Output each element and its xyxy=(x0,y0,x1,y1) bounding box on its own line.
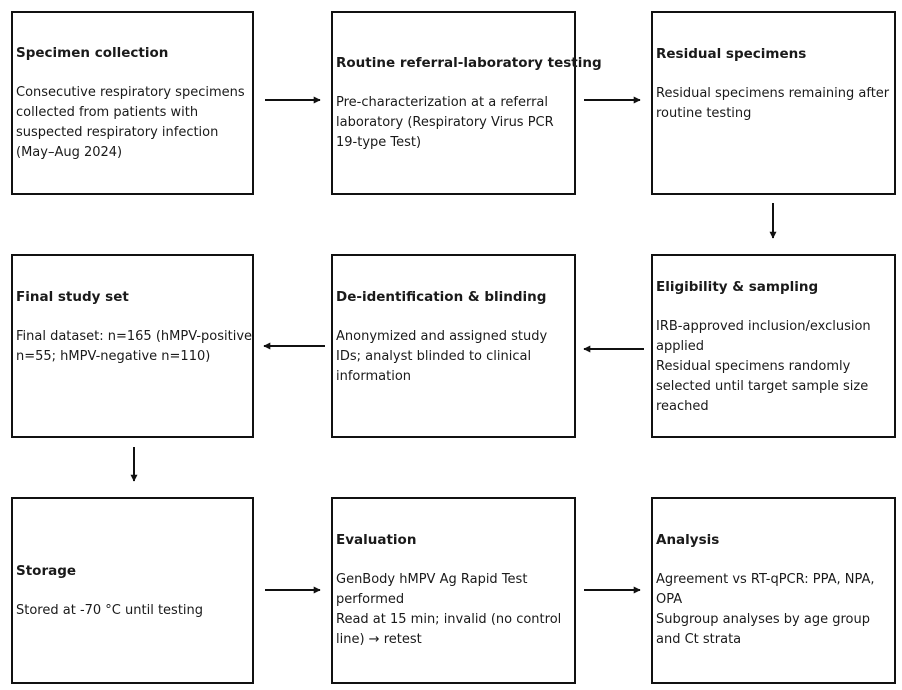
box-line: laboratory (Respiratory Virus PCR xyxy=(336,115,554,130)
box-title: Analysis xyxy=(656,532,720,548)
box-line: information xyxy=(336,369,412,384)
box-title: Specimen collection xyxy=(16,45,169,61)
box-line: n=55; hMPV-negative n=110) xyxy=(16,349,211,364)
box-line: 19-type Test) xyxy=(336,135,422,150)
box-line: selected until target sample size xyxy=(656,379,869,394)
box-line: Read at 15 min; invalid (no control xyxy=(336,612,562,627)
box-line: Stored at -70 °C until testing xyxy=(16,602,204,618)
box-line: Agreement vs RT-qPCR: PPA, NPA, xyxy=(656,572,875,587)
box-title: Residual specimens xyxy=(656,46,807,62)
referral-testing-box: Routine referral-laboratory testing Pre-… xyxy=(331,11,602,195)
eligibility-sampling-box: Eligibility & sampling IRB-approved incl… xyxy=(651,254,896,438)
box-title: Storage xyxy=(16,562,77,579)
box-line: Residual specimens randomly xyxy=(656,359,851,374)
specimen-collection-box: Specimen collection Consecutive respirat… xyxy=(11,11,254,195)
box-line: IDs; analyst blinded to clinical xyxy=(336,349,532,364)
box-title: Eligibility & sampling xyxy=(656,279,819,295)
box-line: Pre-characterization at a referral xyxy=(336,95,549,110)
residual-specimens-box: Residual specimens Residual specimens re… xyxy=(651,11,896,195)
box-line: applied xyxy=(656,339,704,354)
box-line: suspected respiratory infection xyxy=(16,125,219,140)
analysis-box: Analysis Agreement vs RT-qPCR: PPA, NPA,… xyxy=(651,497,896,684)
box-line: (May–Aug 2024) xyxy=(16,145,123,160)
box-line: Residual specimens remaining after xyxy=(656,86,890,101)
box-title: Final study set xyxy=(16,289,129,305)
final-study-set-box: Final study set Final dataset: n=165 (hM… xyxy=(11,254,254,438)
box-line: OPA xyxy=(656,592,683,607)
box-line: and Ct strata xyxy=(656,632,742,647)
box-line: Anonymized and assigned study xyxy=(336,329,548,344)
box-title: De-identification & blinding xyxy=(336,289,547,305)
deidentification-box: De-identification & blinding Anonymized … xyxy=(331,254,576,438)
box-line: Consecutive respiratory specimens xyxy=(16,85,245,100)
box-line: line) → retest xyxy=(336,632,422,647)
box-line: Final dataset: n=165 (hMPV-positive xyxy=(16,329,253,344)
storage-box: Storage Stored at -70 °C until testing xyxy=(11,497,254,684)
evaluation-box: Evaluation GenBody hMPV Ag Rapid Test pe… xyxy=(331,497,576,684)
box-line: collected from patients with xyxy=(16,105,199,120)
box-line: Subgroup analyses by age group xyxy=(656,612,870,627)
box-line: IRB-approved inclusion/exclusion xyxy=(656,319,871,334)
box-line: reached xyxy=(656,399,709,414)
box-line: performed xyxy=(336,592,405,607)
box-line: GenBody hMPV Ag Rapid Test xyxy=(336,572,528,587)
box-title: Routine referral-laboratory testing xyxy=(336,55,602,71)
box-title: Evaluation xyxy=(336,532,417,548)
box-line: routine testing xyxy=(656,106,752,121)
